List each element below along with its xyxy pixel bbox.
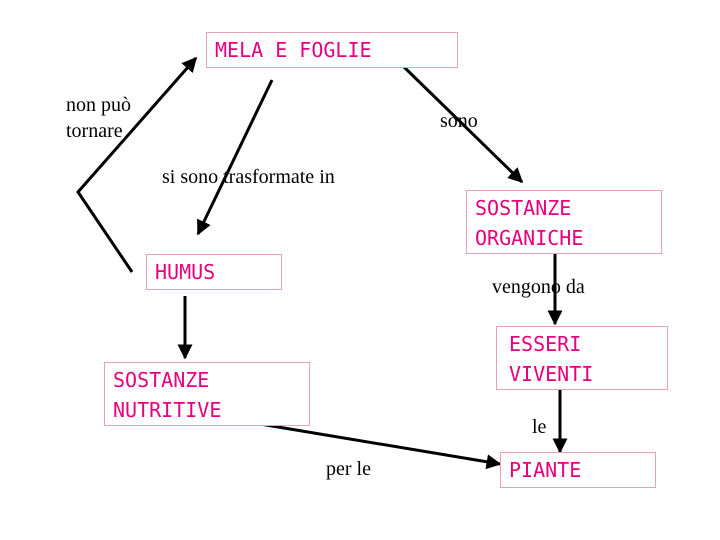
node-sostanze-nutritive-line2: NUTRITIVE <box>113 398 222 422</box>
link-label-non-puo: non può <box>66 94 131 116</box>
node-sostanze-nutritive-line1: SOSTANZE <box>113 368 210 392</box>
link-label-tornare: tornare <box>66 120 123 142</box>
node-sostanze-organiche-line1: SOSTANZE <box>475 196 572 220</box>
node-esseri-viventi-line2: VIVENTI <box>509 362 594 386</box>
node-humus: HUMUS <box>146 254 282 290</box>
node-mela-e-foglie: MELA E FOGLIE <box>206 32 458 68</box>
link-label-vengono-da: vengono da <box>492 276 585 298</box>
node-esseri-viventi: ESSERI VIVENTI <box>496 326 668 390</box>
node-sostanze-organiche-line2: ORGANICHE <box>475 226 584 250</box>
arrow-mela-to-sostanze-organiche <box>402 65 524 184</box>
node-sostanze-nutritive: SOSTANZE NUTRITIVE <box>104 362 310 426</box>
link-label-le: le <box>532 416 547 438</box>
link-label-per-le: per le <box>326 458 371 480</box>
arrow-sostanze-nutritive-to-piante <box>259 422 502 470</box>
node-piante-label: PIANTE <box>509 458 582 482</box>
node-mela-e-foglie-label: MELA E FOGLIE <box>215 38 372 62</box>
link-label-si-sono-trasformate-in: si sono trasformate in <box>162 166 335 188</box>
node-sostanze-organiche: SOSTANZE ORGANICHE <box>466 190 662 254</box>
node-humus-label: HUMUS <box>155 260 216 284</box>
arrow-return-to-mela-foglie <box>76 56 198 273</box>
node-esseri-viventi-line1: ESSERI <box>509 332 582 356</box>
link-label-sono: sono <box>440 110 478 132</box>
arrow-mela-to-humus <box>196 79 274 236</box>
node-piante: PIANTE <box>500 452 656 488</box>
